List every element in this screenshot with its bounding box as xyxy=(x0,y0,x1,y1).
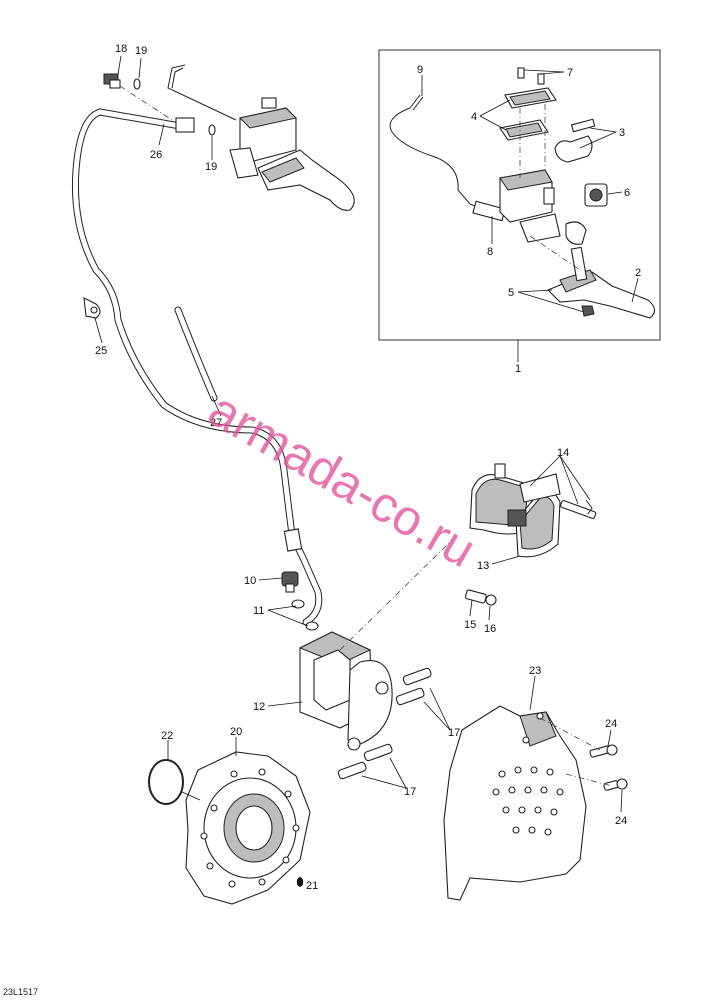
drawing-code: 23L1517 xyxy=(3,987,38,997)
hose-clip xyxy=(83,297,101,319)
callout-labels: 1 2 3 4 5 6 7 8 9 10 11 12 13 14 15 16 1… xyxy=(95,43,641,892)
callout-18: 18 xyxy=(115,43,127,55)
callout-24b: 24 xyxy=(615,815,627,827)
inset-switch-wire xyxy=(389,94,491,213)
callout-2: 2 xyxy=(635,267,641,279)
callout-25: 25 xyxy=(95,345,107,357)
callout-4: 4 xyxy=(471,111,477,123)
callout-5: 5 xyxy=(508,287,514,299)
inset-frame xyxy=(378,49,661,341)
callout-19b: 19 xyxy=(205,161,217,173)
hose-fitting-top xyxy=(175,117,195,133)
master-cylinder-inset xyxy=(499,169,587,245)
guard-screws xyxy=(589,744,628,791)
callout-8: 8 xyxy=(487,246,493,258)
callout-26: 26 xyxy=(150,149,162,161)
callout-6: 6 xyxy=(624,187,630,199)
callout-15: 15 xyxy=(464,619,476,631)
callout-24a: 24 xyxy=(605,718,617,730)
guard-align-1 xyxy=(539,717,601,751)
callout-10: 10 xyxy=(244,575,256,587)
throttle-wire-strand xyxy=(171,67,184,89)
disc-guard xyxy=(443,705,587,901)
hose-sleeve xyxy=(283,528,303,552)
callout-27: 27 xyxy=(210,417,222,429)
washer-caliper-2 xyxy=(305,621,319,631)
clamp-bolts xyxy=(554,118,596,163)
callout-3: 3 xyxy=(619,127,625,139)
brake-hose-core xyxy=(72,109,322,625)
callout-11: 11 xyxy=(253,605,264,617)
callout-22: 22 xyxy=(161,730,173,742)
washer-top-1 xyxy=(133,78,141,90)
inset-wire-strand xyxy=(412,96,424,111)
watermark: armada-co.ru xyxy=(200,381,486,578)
callout-9: 9 xyxy=(417,64,423,76)
o-ring xyxy=(148,759,184,805)
callout-14: 14 xyxy=(557,447,569,459)
banjo-bolt-caliper xyxy=(281,571,299,593)
callout-23: 23 xyxy=(529,665,541,677)
brake-pads xyxy=(469,463,561,558)
callout-12: 12 xyxy=(253,701,265,713)
pad-pin xyxy=(519,473,597,519)
caliper-bolts xyxy=(337,667,432,780)
callout-1: 1 xyxy=(515,363,521,375)
callout-19a: 19 xyxy=(135,45,147,57)
sight-glass xyxy=(589,188,603,202)
callout-7: 7 xyxy=(567,67,573,79)
brake-lever-inset xyxy=(547,246,656,319)
master-cylinder-main xyxy=(229,97,355,211)
callout-16: 16 xyxy=(484,623,496,635)
protective-sleeve-core xyxy=(175,307,217,401)
inset-align-3 xyxy=(529,235,581,271)
callout-21: 21 xyxy=(306,880,318,892)
guard-align-2 xyxy=(565,773,613,787)
bleeder-screw xyxy=(464,589,497,606)
callout-17a: 17 xyxy=(448,727,460,739)
washer-top-2 xyxy=(208,124,216,136)
caliper-align xyxy=(339,539,453,651)
banjo-align xyxy=(119,85,176,123)
washer-caliper-1 xyxy=(291,599,305,609)
brake-hose xyxy=(71,108,323,626)
reservoir-cap xyxy=(499,87,557,141)
callout-20: 20 xyxy=(230,726,242,738)
callout-13: 13 xyxy=(477,560,489,572)
throttle-wire xyxy=(167,64,237,121)
banjo-bolt-top xyxy=(103,73,121,89)
loctite-drop-icon xyxy=(296,877,304,887)
callout-17b: 17 xyxy=(404,786,416,798)
brake-caliper xyxy=(298,631,393,751)
brake-disc xyxy=(185,751,311,905)
leader-lines xyxy=(94,55,639,813)
